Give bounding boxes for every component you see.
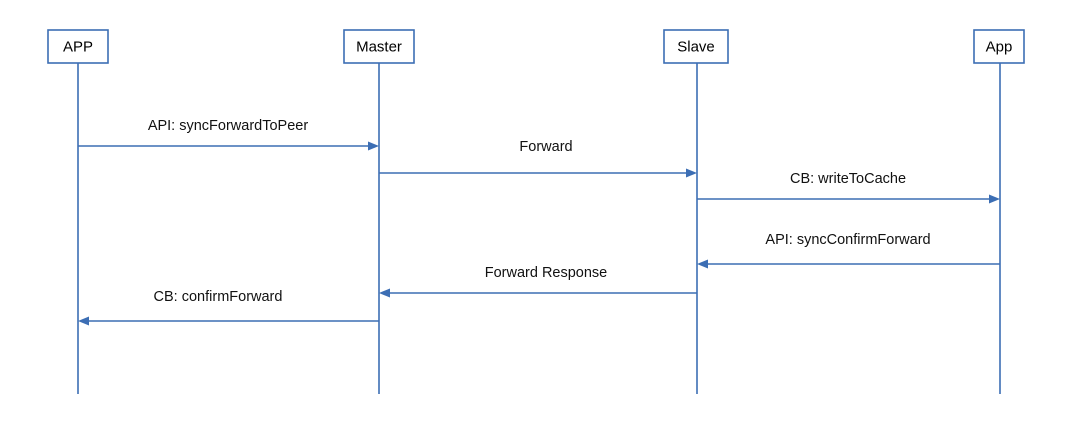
- message-label-m4: API: syncConfirmForward: [765, 232, 930, 248]
- participant-master[interactable]: Master: [343, 29, 415, 64]
- message-m1[interactable]: API: syncForwardToPeer: [78, 118, 379, 151]
- message-label-m5: Forward Response: [485, 265, 608, 281]
- participant-slave[interactable]: Slave: [663, 29, 729, 64]
- participants-group: APP Master Slave App: [47, 29, 1025, 64]
- message-arrowhead-m6: [78, 316, 89, 326]
- message-m4[interactable]: API: syncConfirmForward: [697, 232, 1000, 269]
- message-arrowhead-m4: [697, 259, 708, 269]
- participant-label-master: Master: [356, 38, 402, 55]
- lifelines-group: [77, 63, 1001, 394]
- message-label-m2: Forward: [519, 139, 572, 155]
- message-arrowhead-m2: [686, 168, 697, 178]
- participant-box-master[interactable]: [343, 29, 415, 64]
- message-label-m1: API: syncForwardToPeer: [148, 118, 309, 134]
- participant-box-app_right[interactable]: [973, 29, 1025, 64]
- participant-label-app_right: App: [986, 38, 1013, 55]
- participant-app_right[interactable]: App: [973, 29, 1025, 64]
- message-arrowhead-m1: [368, 141, 379, 151]
- message-m5[interactable]: Forward Response: [379, 265, 697, 298]
- message-m6[interactable]: CB: confirmForward: [78, 289, 379, 326]
- message-m3[interactable]: CB: writeToCache: [697, 171, 1000, 204]
- participant-box-app_left[interactable]: [47, 29, 109, 64]
- message-label-m6: CB: confirmForward: [154, 289, 283, 305]
- participant-box-slave[interactable]: [663, 29, 729, 64]
- participant-app_left[interactable]: APP: [47, 29, 109, 64]
- participant-label-app_left: APP: [63, 38, 93, 55]
- message-m2[interactable]: Forward: [379, 139, 697, 178]
- message-label-m3: CB: writeToCache: [790, 171, 906, 187]
- message-arrowhead-m5: [379, 288, 390, 298]
- message-arrowhead-m3: [989, 194, 1000, 204]
- participant-label-slave: Slave: [677, 38, 715, 55]
